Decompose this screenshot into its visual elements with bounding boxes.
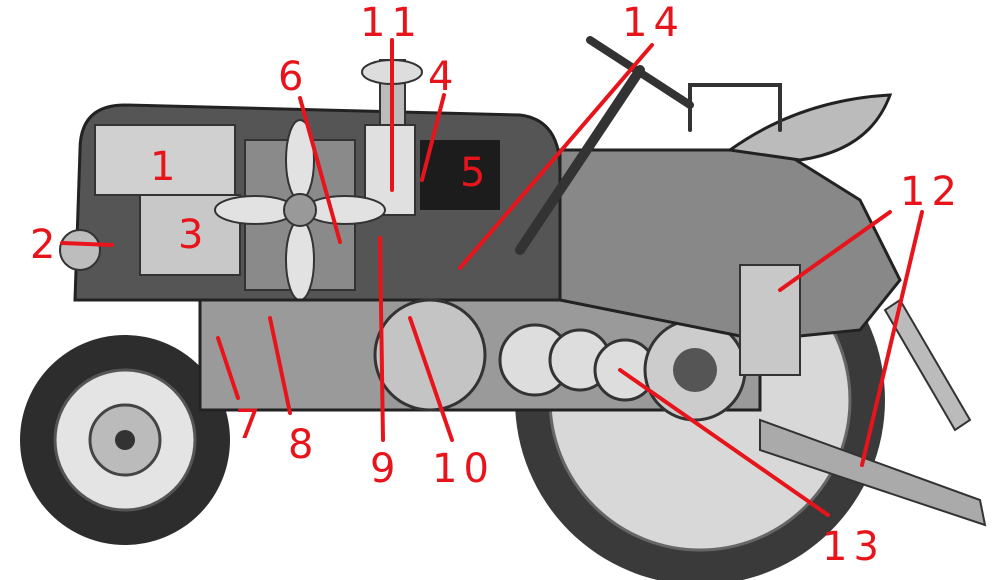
front-wheel: [20, 335, 230, 545]
label-14: 14: [622, 0, 685, 46]
label-10: 10: [432, 446, 495, 492]
fender-seat: [558, 93, 902, 376]
label-5: 5: [460, 150, 491, 196]
number-labels: 1 2 3 4 5 6 7 8 9 10 11 12 13 14: [30, 0, 963, 570]
fan: [214, 119, 386, 301]
label-13: 13: [822, 524, 885, 570]
label-1: 1: [150, 144, 181, 190]
label-4: 4: [428, 54, 459, 100]
label-2: 2: [30, 222, 61, 268]
drawbar: [759, 298, 987, 527]
label-3: 3: [178, 212, 209, 258]
leader-lines: [60, 38, 924, 517]
label-7: 7: [235, 402, 266, 448]
label-8: 8: [288, 422, 319, 468]
engine-hood: [59, 103, 562, 302]
label-11: 11: [360, 0, 423, 46]
steering: [515, 36, 782, 255]
label-6: 6: [278, 54, 309, 100]
transmission: [198, 298, 762, 422]
label-9: 9: [370, 446, 401, 492]
label-12: 12: [900, 169, 963, 215]
